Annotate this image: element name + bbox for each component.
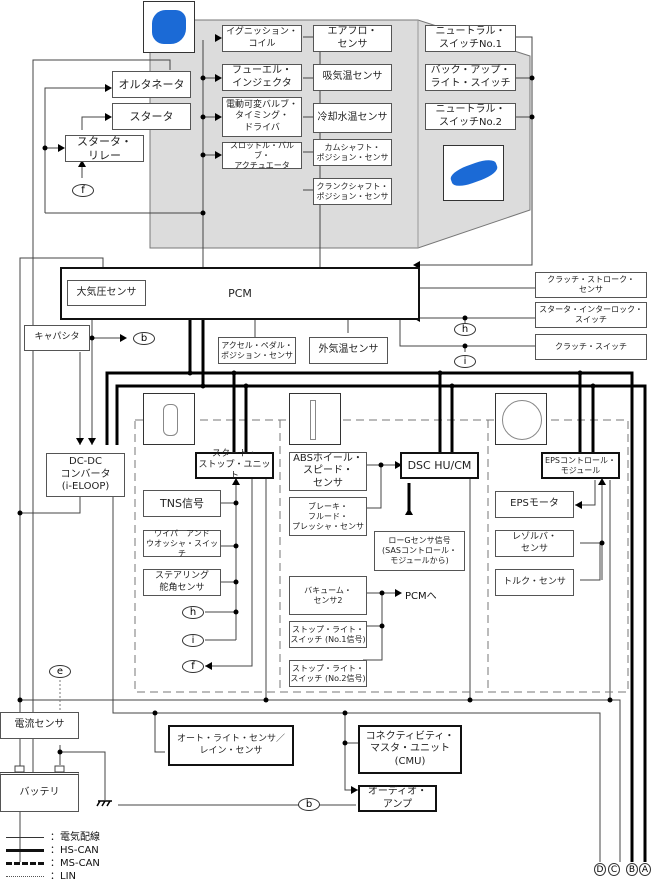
terminal-d: D	[594, 863, 606, 876]
steering-angle-sensor-box: ステアリング 舵角センサ	[143, 569, 221, 596]
stop-light-switch-1-box: ストップ・ライト・ スイッチ (No.1信号)	[289, 621, 367, 648]
camshaft-sensor-box: カムシャフト・ ポジション・センサ	[313, 139, 392, 166]
accel-pedal-sensor-box: アクセル・ペダル・ ポジション・センサ	[218, 337, 296, 364]
clutch-stroke-sensor-box: クラッチ・ストローク・ センサ	[535, 272, 647, 298]
junction-dots	[17, 75, 613, 755]
dsc-hu-cm-box: DSC HU/CM	[400, 452, 479, 479]
neutral-switch-2-box: ニュートラル・ スイッチNo.2	[425, 103, 516, 130]
starter-box: スタータ	[112, 103, 191, 130]
connector-i: i	[454, 355, 476, 368]
abs-wheel-speed-sensor-box: ABSホイール・ スピード・ センサ	[289, 452, 367, 491]
coolant-temp-sensor-box: 冷却水温センサ	[313, 103, 392, 133]
electrical-wiring	[19, 36, 621, 862]
brake-pedal-icon	[289, 393, 341, 445]
connector-i-2: i	[182, 634, 204, 647]
legend-electrical: ：電気配線	[6, 828, 100, 843]
connector-f-2: f	[182, 660, 204, 673]
capacitor-box: キャパシタ	[24, 325, 90, 351]
key-fob-icon	[143, 393, 195, 445]
torque-sensor-box: トルク・センサ	[495, 569, 574, 596]
cmu-box: コネクティビティ・ マスタ・ユニット (CMU)	[358, 725, 462, 774]
dcdc-converter-box: DC-DC コンバータ (i-ELOOP)	[46, 453, 125, 497]
connector-b-2: b	[298, 798, 320, 811]
connector-e: e	[49, 665, 71, 678]
ambient-temp-sensor-box: 外気温センサ	[309, 337, 388, 364]
brake-fluid-pressure-sensor-box: ブレーキ・ フルード・ プレッシャ・センサ	[289, 497, 367, 536]
throttle-actuator-box: スロットル・バルブ・ アクチュエータ	[222, 141, 302, 170]
neutral-switch-1-box: ニュートラル・ スイッチNo.1	[425, 25, 516, 52]
tns-signal-box: TNS信号	[143, 490, 221, 517]
auto-light-rain-sensor-box: オート・ライト・センサ／ レイン・センサ	[168, 725, 294, 766]
pcm-label: PCM	[228, 286, 252, 300]
battery-box: バッテリ	[0, 772, 79, 812]
ignition-coil-box: イグニッション・ コイル	[222, 25, 302, 52]
starter-relay-box: スタータ・ リレー	[65, 135, 144, 162]
engine-image	[143, 1, 195, 53]
fuel-injector-box: フューエル・ インジェクタ	[222, 64, 302, 91]
eps-motor-box: EPSモータ	[495, 491, 574, 518]
current-sensor-box: 電流センサ	[0, 712, 79, 739]
terminal-b: B	[626, 863, 638, 876]
connector-h-2: h	[182, 606, 204, 619]
start-stop-unit-box: スタート・ ストップ・ユニット	[195, 449, 274, 481]
connector-f: f	[72, 184, 94, 197]
ground-symbol	[96, 800, 112, 807]
ms-can-area	[134, 419, 629, 693]
terminal-c: C	[608, 863, 620, 876]
legend-lin: ：LIN	[6, 867, 76, 882]
steering-wheel-icon	[495, 393, 547, 445]
backup-light-switch-box: バック・アップ・ ライト・スイッチ	[425, 64, 516, 91]
wiper-washer-switch-box: ワイパ アンド ウオッシャ・スイッチ	[143, 529, 221, 558]
resolver-sensor-box: レゾルバ・ センサ	[495, 530, 574, 557]
engine-compartment-area	[149, 19, 531, 249]
connector-h: h	[454, 323, 476, 336]
low-g-sensor-signal-box: ローGセンサ信号 (SASコントロール・ モジュールから)	[374, 531, 465, 571]
stop-light-switch-2-box: ストップ・ライト・ スイッチ (No.2信号)	[289, 660, 367, 687]
clutch-switch-box: クラッチ・スイッチ	[535, 334, 647, 360]
crankshaft-sensor-box: クランクシャフト・ ポジション・センサ	[313, 178, 392, 205]
starter-interlock-switch-box: スタータ・インターロック・ スイッチ	[535, 302, 647, 328]
intake-temp-sensor-box: 吸気温センサ	[313, 64, 392, 91]
connector-b: b	[133, 332, 155, 345]
transmission-image	[443, 145, 504, 201]
eps-control-module-box: EPSコントロール・ モジュール	[541, 452, 620, 479]
legend-hs-can: ：HS-CAN	[6, 841, 99, 856]
to-pcm-label: PCMへ	[405, 591, 437, 602]
legend-ms-can: ：MS-CAN	[6, 854, 100, 869]
alternator-box: オルタネータ	[112, 71, 191, 98]
baro-sensor-box: 大気圧センサ	[67, 280, 146, 306]
hs-can-bus	[105, 320, 647, 862]
vacuum-sensor-box: バキューム・ センサ2	[289, 576, 367, 615]
audio-amp-box: オーディオ・ アンプ	[358, 785, 437, 812]
vvt-driver-box: 電動可変バルブ・ タイミング・ ドライバ	[222, 97, 302, 137]
terminal-a: A	[639, 863, 651, 876]
airflow-sensor-box: エアフロ・ センサ	[313, 25, 392, 52]
